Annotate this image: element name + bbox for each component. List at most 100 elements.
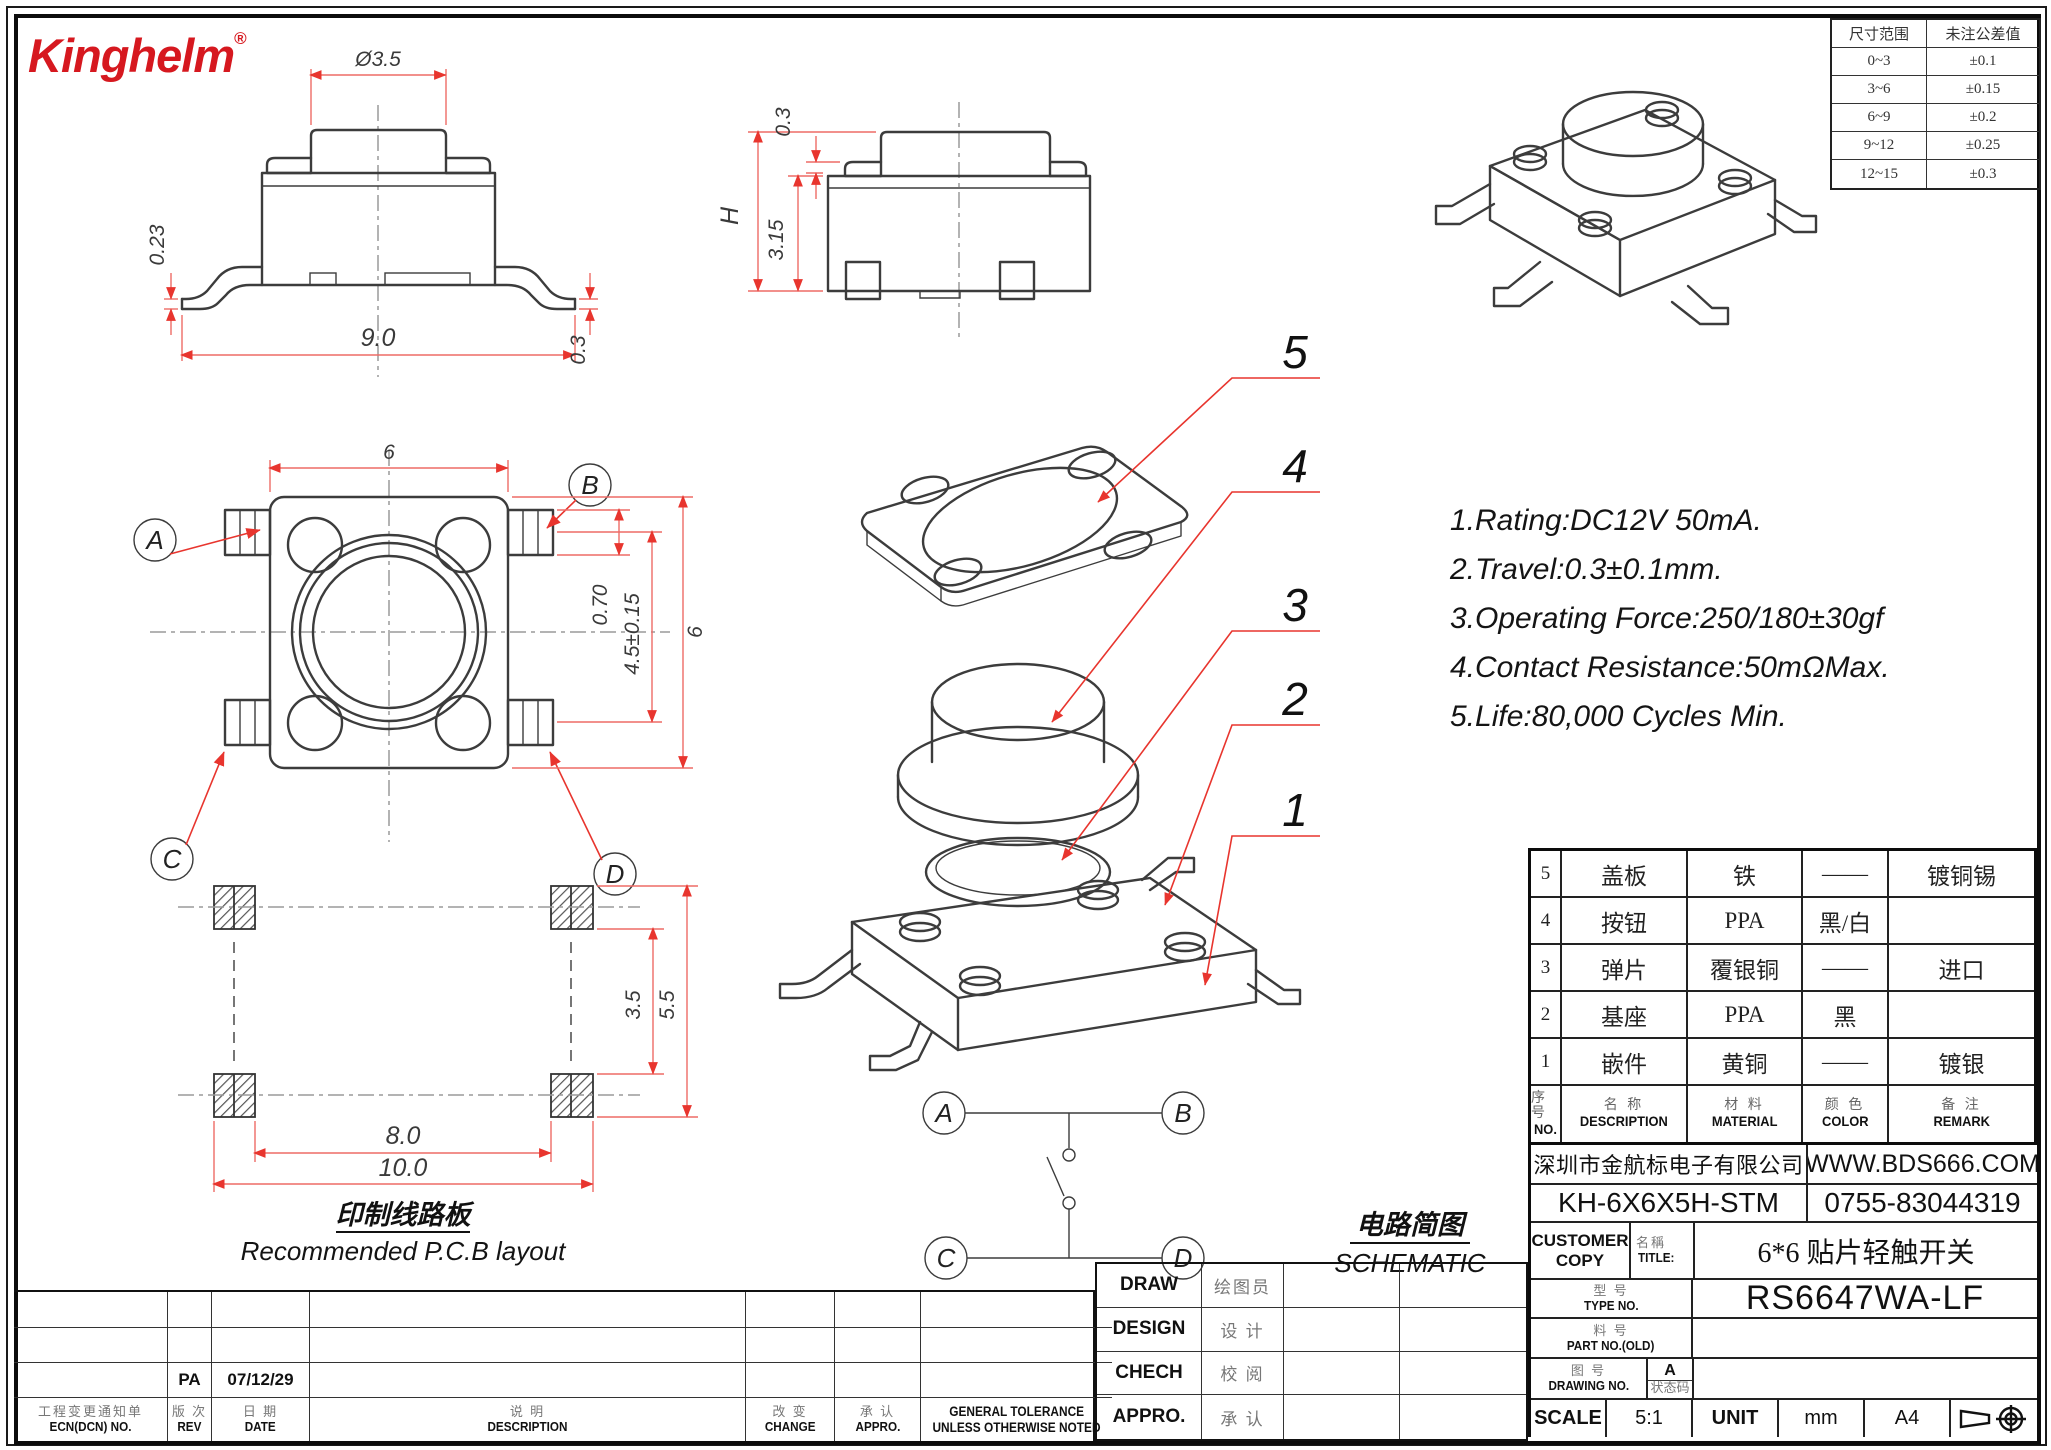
bom-remark [1889, 898, 2034, 945]
bom-table: 5 盖板 铁 —— 镀铜锡 4 按钮 PPA 黑/白 3 弹片 覆银铜 —— 进… [1528, 848, 2037, 1145]
revision-letter-box: A 状态码 [1648, 1359, 1694, 1398]
cover-plate-part [860, 445, 1189, 607]
bom-material: 黄铜 [1688, 1039, 1803, 1086]
top-dim-lead: 0.70 [589, 584, 612, 625]
top-dimension-lines [267, 460, 693, 769]
signoff-appro: APPRO. [1097, 1395, 1202, 1439]
tol-range: 3~6 [1832, 76, 1927, 104]
spec-contact-resistance: 4.Contact Resistance:50mΩMax. [1450, 651, 1890, 684]
exploded-view-drawing: 5 4 3 2 1 [778, 326, 1320, 1072]
description-label: 说 明 DESCRIPTION [310, 1398, 746, 1441]
bom-remark: 进口 [1889, 945, 2034, 992]
schematic-circuit [922, 1091, 1205, 1280]
bom-desc: 按钮 [1562, 898, 1688, 945]
tol-value: ±0.15 [1927, 76, 2039, 104]
side-dim-total-height: H [716, 206, 744, 225]
type-no-label: 型 号 TYPE NO. [1531, 1280, 1693, 1317]
bom-material: 铁 [1688, 851, 1803, 898]
pcb-layout-drawing: 3.5 5.5 8.0 10.0 印制线路板 Recommended P.C.B… [178, 883, 698, 1266]
schematic-terminal-c: C [937, 1243, 956, 1273]
front-detail-lines [262, 185, 495, 286]
bom-color: —— [1803, 1039, 1889, 1086]
pin-label-d: D [606, 859, 625, 889]
callout-5: 5 [1282, 326, 1308, 378]
dome-part [924, 836, 1112, 908]
pin-label-a: A [144, 525, 163, 555]
part-no-old-label: 料 号 PART NO.(OLD) [1531, 1319, 1693, 1357]
tol-header-value: 未注公差值 [1927, 20, 2039, 48]
spec-rating: 1.Rating:DC12V 50mA. [1450, 504, 1762, 537]
general-tolerance-note: GENERAL TOLERANCE UNLESS OTHERWISE NOTED [932, 1403, 1101, 1435]
schematic-caption-cn: 电路简图 [1356, 1210, 1468, 1240]
type-no-value: RS6647WA-LF [1745, 1280, 1985, 1317]
tol-value: ±0.2 [1927, 104, 2039, 132]
front-dimension-lines [164, 69, 598, 361]
front-view-drawing: Ø3.5 0.23 9.0 0.3 [146, 48, 598, 377]
bom-desc: 嵌件 [1562, 1039, 1688, 1086]
revision-entry-rev: PA [168, 1363, 212, 1398]
drawing-no-label: 图 号 DRAWING NO. [1531, 1359, 1648, 1398]
signoff-design: DESIGN [1097, 1307, 1202, 1352]
signoff-chech: CHECH [1097, 1351, 1202, 1396]
scale-value: 5:1 [1607, 1400, 1693, 1437]
kinghelm-logo: Kinghelm® [28, 28, 247, 83]
button-part [896, 662, 1140, 847]
bom-header-color: 颜 色 COLOR [1803, 1086, 1889, 1142]
pin-label-b: B [581, 470, 598, 500]
front-dim-total-width: 9.0 [361, 324, 396, 352]
bom-material: PPA [1688, 898, 1803, 945]
page-border-outer [6, 6, 2047, 1446]
bom-header-material: 材 料 MATERIAL [1688, 1086, 1803, 1142]
callout-leader-lines [1051, 377, 1320, 986]
date-label: 日 期 DATE [212, 1398, 310, 1441]
pcb-dim-pad-gap: 3.5 [622, 990, 645, 1020]
title-block: 深圳市金航标电子有限公司 WWW.BDS666.COM KH-6X6X5H-ST… [1528, 1145, 2037, 1437]
product-title: 6*6 贴片轻触开关 [1757, 1237, 1975, 1269]
switch-front-outline [180, 128, 577, 311]
solder-pads [213, 885, 594, 1118]
company-website: WWW.BDS666.COM [1808, 1149, 2037, 1178]
pcb-dim-span-h: 8.0 [386, 1122, 421, 1150]
page-border-inner [14, 14, 2041, 1445]
revision-entry-date: 07/12/29 [212, 1363, 310, 1398]
tol-range: 6~9 [1832, 104, 1927, 132]
bom-no: 5 [1531, 851, 1562, 898]
bom-desc: 基座 [1562, 992, 1688, 1039]
top-dim-side: 6 [684, 626, 707, 638]
side-dim-body-height: 3.15 [765, 219, 788, 260]
bom-remark [1889, 992, 2034, 1039]
bom-color: —— [1803, 945, 1889, 992]
unit-label: UNIT [1693, 1400, 1779, 1437]
pin-label-c: C [163, 844, 182, 874]
pcb-caption-cn: 印制线路板 [336, 1200, 475, 1230]
front-dim-lead-thickness: 0.23 [146, 224, 169, 265]
bom-no: 4 [1531, 898, 1562, 945]
signoff-draw: DRAW [1097, 1264, 1202, 1308]
side-dimension-lines [748, 129, 876, 292]
bom-color: 黑 [1803, 992, 1889, 1039]
bom-header-remark: 备 注 REMARK [1933, 1098, 1990, 1129]
pcb-dim-total-w: 10.0 [379, 1154, 428, 1182]
bom-material: PPA [1688, 992, 1803, 1039]
registered-mark: ® [234, 29, 246, 48]
spec-life: 5.Life:80,000 Cycles Min. [1450, 700, 1787, 733]
bom-color: 黑/白 [1803, 898, 1889, 945]
schematic-terminal-a: A [933, 1098, 952, 1128]
customer-copy-label: CUSTOMER COPY [1531, 1223, 1631, 1278]
bom-no: 1 [1531, 1039, 1562, 1086]
unit-value: mm [1779, 1400, 1865, 1437]
spec-travel: 2.Travel:0.3±0.1mm. [1450, 553, 1723, 586]
switch-side-outline [826, 130, 1092, 301]
side-view-drawing: H 3.15 0.3 [716, 102, 1092, 342]
bom-material: 覆银铜 [1688, 945, 1803, 992]
callout-3: 3 [1282, 579, 1308, 631]
tol-range: 12~15 [1832, 160, 1927, 188]
part-number: KH-6X6X5H-STM [1531, 1185, 1808, 1221]
change-label: 改 变 CHANGE [746, 1398, 835, 1441]
company-name: 深圳市金航标电子有限公司 [1531, 1145, 1808, 1183]
tol-header-range: 尺寸范围 [1832, 20, 1927, 48]
bom-desc: 弹片 [1562, 945, 1688, 992]
bom-desc: 盖板 [1562, 851, 1688, 898]
top-dim-pitch: 4.5±0.15 [621, 593, 644, 675]
